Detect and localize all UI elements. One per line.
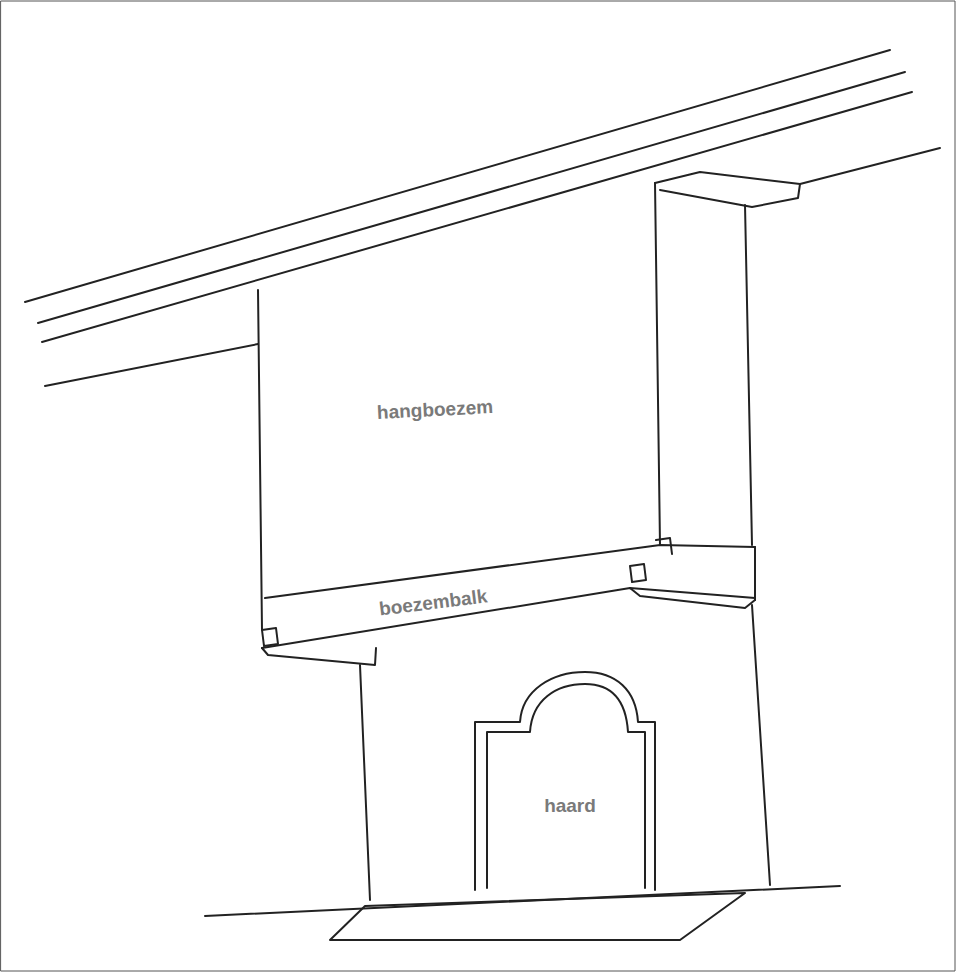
- beam-line: [800, 148, 940, 184]
- beam-end: [630, 564, 646, 582]
- part-label: haard: [544, 796, 596, 817]
- hearth-opening: [487, 684, 645, 888]
- beam-end: [262, 628, 278, 646]
- corbel: [262, 648, 376, 665]
- mantel-beam: [265, 545, 755, 598]
- beam-line: [25, 50, 890, 302]
- hearth-opening: [475, 672, 655, 890]
- corbel: [655, 172, 800, 207]
- beam-line: [38, 72, 905, 323]
- hood-edge: [655, 183, 660, 545]
- hood-edge: [258, 290, 262, 630]
- beam-line: [42, 92, 912, 342]
- hood-edge: [745, 205, 752, 545]
- beam-line: [45, 344, 258, 386]
- chimney-edge: [752, 605, 770, 885]
- hearth-slab: [330, 893, 745, 940]
- chimney-edge: [360, 665, 370, 900]
- mantel-beam: [262, 588, 755, 648]
- part-label: boezembalk: [378, 586, 489, 620]
- part-label: hangboezem: [376, 397, 493, 424]
- corbel: [630, 588, 755, 608]
- beam-end: [656, 538, 672, 554]
- mantel-beam: [754, 547, 756, 600]
